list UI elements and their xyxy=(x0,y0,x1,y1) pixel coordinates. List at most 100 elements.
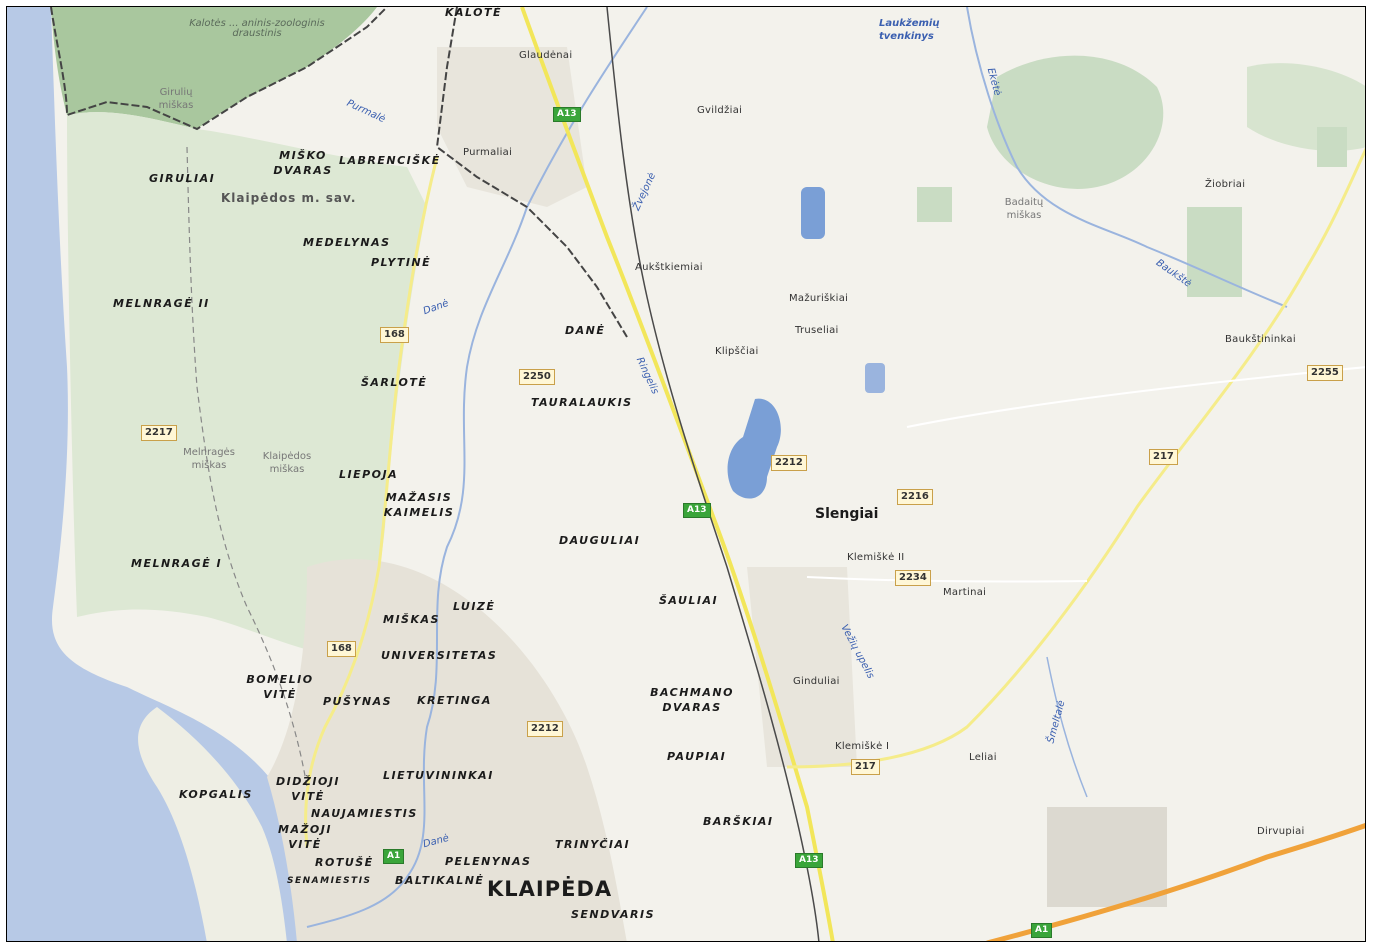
label-laukzemiu-tvenkinys: Laukžemių tvenkinys xyxy=(879,18,940,42)
label-kopgalis: KOPGALIS xyxy=(179,788,253,801)
label-bomelio-vite: BOMELIO VITĖ xyxy=(246,673,314,701)
label-plytine: PLYTINĖ xyxy=(371,256,432,269)
forest-east-4 xyxy=(1317,127,1347,167)
label-ziobriai: Žiobriai xyxy=(1205,179,1246,190)
river-east xyxy=(1046,656,1088,798)
label-sauliai: ŠAULIAI xyxy=(659,594,719,607)
road-a13 xyxy=(520,7,835,941)
label-klipsciai: Klipščiai xyxy=(715,346,759,357)
label-dirvupiai: Dirvupiai xyxy=(1257,826,1305,837)
label-dauguliai: DAUGULIAI xyxy=(559,534,641,547)
shield-2217: 2217 xyxy=(141,425,177,441)
label-naujamiestis: NAUJAMIESTIS xyxy=(311,807,418,820)
label-melnrages-miskas: Melnragės miškas xyxy=(183,447,235,471)
municipal-boundary xyxy=(50,7,628,338)
railway xyxy=(606,7,820,941)
label-badaitu-miskas: Badaitų miškas xyxy=(1004,197,1044,221)
forest-east-2 xyxy=(1187,207,1242,297)
shield-2250: 2250 xyxy=(519,369,555,385)
label-trinyciai: TRINYČIAI xyxy=(555,838,631,851)
label-truseliai: Truseliai xyxy=(795,325,839,336)
label-dane-district: DANĖ xyxy=(565,324,606,337)
label-sendvaris: SENDVARIS xyxy=(571,908,656,921)
shield-168-a: 168 xyxy=(380,327,409,343)
label-pelenynas: PELENYNAS xyxy=(445,855,532,868)
label-slengiai: Slengiai xyxy=(815,506,879,522)
forest-east-1 xyxy=(987,55,1164,189)
label-purmaliai: Purmaliai xyxy=(463,147,513,158)
label-melnrage-2: MELNRAGĖ II xyxy=(113,297,210,310)
label-klaipeda: KLAIPĖDA xyxy=(487,877,613,901)
label-martinai: Martinai xyxy=(943,587,987,598)
label-luize: LUIZĖ xyxy=(453,600,496,613)
label-klemiske-2: Klemiškė II xyxy=(847,552,905,563)
shield-217-a: 217 xyxy=(1149,449,1178,465)
label-didzioji-vite: DIDŽIOJI VITĖ xyxy=(276,775,340,803)
label-misko-dvaras: MIŠKO DVARAS xyxy=(273,149,333,177)
map-view[interactable]: A13 A13 A13 168 168 2217 2250 2212 2212 … xyxy=(6,6,1366,942)
label-klaipedos-sav: Klaipėdos m. sav. xyxy=(221,191,357,205)
label-gvildziai: Gvildžiai xyxy=(697,105,743,116)
label-mazuriskiai: Mažuriškiai xyxy=(789,293,849,304)
road-168 xyxy=(304,156,439,848)
label-baltikalne: BALTIKALNĖ xyxy=(395,874,485,887)
label-baukstininkai: Baukštininkai xyxy=(1225,334,1296,345)
label-labrenciske: LABRENCIŠKĖ xyxy=(339,154,441,167)
label-glaudenai: Glaudėnai xyxy=(519,50,573,61)
river-ekete xyxy=(966,7,1288,308)
road-2234 xyxy=(806,576,1088,583)
label-rotuse: ROTUŠĖ xyxy=(315,856,374,869)
road-217 xyxy=(786,147,1365,769)
nature-reserve xyxy=(51,7,377,129)
lake-1 xyxy=(801,187,825,239)
shield-a1-a: A1 xyxy=(383,849,405,864)
label-klaipedos-miskas: Klaipėdos miškas xyxy=(262,451,312,475)
industrial-area xyxy=(1047,807,1167,907)
forest-east-3 xyxy=(1247,63,1365,151)
label-leliai: Leliai xyxy=(969,752,997,763)
shield-a13-bot: A13 xyxy=(795,853,823,868)
label-kalote: KALOTĖ xyxy=(445,6,503,19)
label-reserve: Kalotės ... aninis-zoologinis draustinis xyxy=(189,18,325,39)
shield-2212-b: 2212 xyxy=(527,721,563,737)
shield-2255: 2255 xyxy=(1307,365,1343,381)
baltic-sea xyxy=(7,7,305,941)
label-mazoji-vite: MAŽOJI VITĖ xyxy=(278,823,332,851)
label-giruliu-miskas: Girulių miškas xyxy=(158,87,194,111)
forest-east-5 xyxy=(917,187,952,222)
railway-west xyxy=(186,146,308,788)
shield-217-b: 217 xyxy=(851,759,880,775)
label-mazasis-kaimelis: MAŽASIS KAIMELIS xyxy=(383,491,455,519)
label-pusynas: PUŠYNAS xyxy=(323,695,393,708)
label-aukstkiemiai: Aukštkiemiai xyxy=(635,262,703,273)
shield-2212-a: 2212 xyxy=(771,455,807,471)
label-lietuvininkai: LIETUVININKAI xyxy=(383,769,494,782)
shield-2234: 2234 xyxy=(895,570,931,586)
sendvaris-urban xyxy=(747,567,857,767)
label-melnrage-1: MELNRAGĖ I xyxy=(131,557,223,570)
label-klemiske-1: Klemiškė I xyxy=(835,741,890,752)
lake-2 xyxy=(727,398,781,499)
label-ginduliai: Ginduliai xyxy=(793,676,840,687)
shield-a1-b: A1 xyxy=(1031,923,1053,938)
label-giruliai: GIRULIAI xyxy=(149,172,216,185)
label-kretinga: KRETINGA xyxy=(417,694,492,707)
lake-3 xyxy=(865,363,885,393)
label-barskiai: BARŠKIAI xyxy=(703,815,774,828)
river-dane xyxy=(306,7,648,928)
label-tauralaukis: TAURALAUKIS xyxy=(531,396,633,409)
map-base xyxy=(7,7,1365,941)
shield-a13-mid: A13 xyxy=(683,503,711,518)
label-sarlote: ŠARLOTĖ xyxy=(361,376,428,389)
coastal-forest xyxy=(67,112,427,657)
label-medelynas: MEDELYNAS xyxy=(303,236,391,249)
label-paupiai: PAUPIAI xyxy=(667,750,727,763)
label-universitetas: UNIVERSITETAS xyxy=(381,649,498,662)
road-a1 xyxy=(986,823,1365,941)
shield-2216: 2216 xyxy=(897,489,933,505)
shield-a13-top: A13 xyxy=(553,107,581,122)
shield-168-b: 168 xyxy=(327,641,356,657)
label-senamiestis: SENAMIESTIS xyxy=(287,876,372,886)
label-miskas: MIŠKAS xyxy=(383,613,440,626)
label-liepoja: LIEPOJA xyxy=(339,468,399,481)
